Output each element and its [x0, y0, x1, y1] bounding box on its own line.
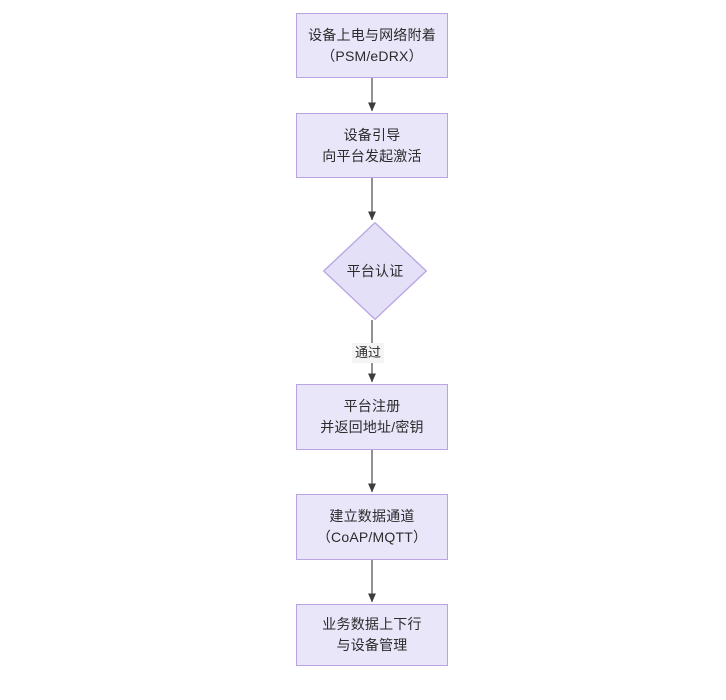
node-text-line: 建立数据通道 — [329, 508, 415, 524]
node-device-bootstrap[interactable]: 设备引导 向平台发起激活 — [296, 113, 448, 178]
node-text-line: 业务数据上下行 — [322, 616, 422, 632]
node-text-line: （PSM/eDRX） — [321, 47, 423, 64]
node-text-line: （CoAP/MQTT） — [316, 529, 428, 545]
diamond-shape — [323, 222, 427, 320]
node-business-data-and-device-management[interactable]: 业务数据上下行 与设备管理 — [296, 604, 448, 666]
node-text-line: 平台注册 — [343, 398, 401, 414]
node-establish-data-channel[interactable]: 建立数据通道 （CoAP/MQTT） — [296, 494, 448, 560]
node-text-line: 并返回地址/密钥 — [320, 419, 424, 435]
node-text-line: 向平台发起激活 — [322, 147, 422, 164]
node-platform-registration[interactable]: 平台注册 并返回地址/密钥 — [296, 384, 448, 450]
edge-label-pass: 通过 — [352, 343, 385, 363]
node-text-line: 与设备管理 — [336, 637, 408, 653]
node-text-line: 平台认证 — [346, 262, 404, 279]
node-platform-authentication[interactable]: 平台认证 — [323, 222, 427, 320]
node-text-line: 设备上电与网络附着 — [308, 26, 436, 43]
node-text-line: 设备引导 — [343, 126, 401, 143]
node-device-power-on[interactable]: 设备上电与网络附着 （PSM/eDRX） — [296, 13, 448, 78]
